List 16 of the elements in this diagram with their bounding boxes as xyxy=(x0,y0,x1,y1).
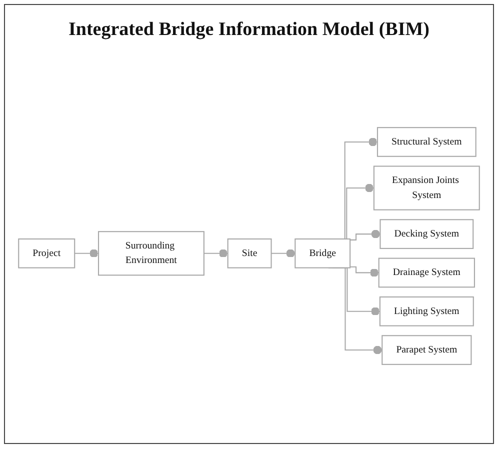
node-box: Structural System xyxy=(376,127,476,157)
connector xyxy=(350,230,380,240)
node-box: Project xyxy=(18,238,76,268)
connector xyxy=(204,249,228,258)
connector xyxy=(74,249,98,258)
node-box: Drainage System xyxy=(378,258,475,288)
node-box: Surrounding Environment xyxy=(98,231,204,276)
node-box: Parapet System xyxy=(382,335,472,365)
node-box: Expansion Joints System xyxy=(373,166,480,210)
node-box: Decking System xyxy=(380,219,474,249)
connector xyxy=(350,266,379,277)
diagram-title: Integrated Bridge Information Model (BIM) xyxy=(68,19,430,41)
node-box: Lighting System xyxy=(379,296,474,326)
node-box: Site xyxy=(227,238,272,268)
node-box: Bridge xyxy=(294,238,351,268)
connector xyxy=(271,249,296,258)
